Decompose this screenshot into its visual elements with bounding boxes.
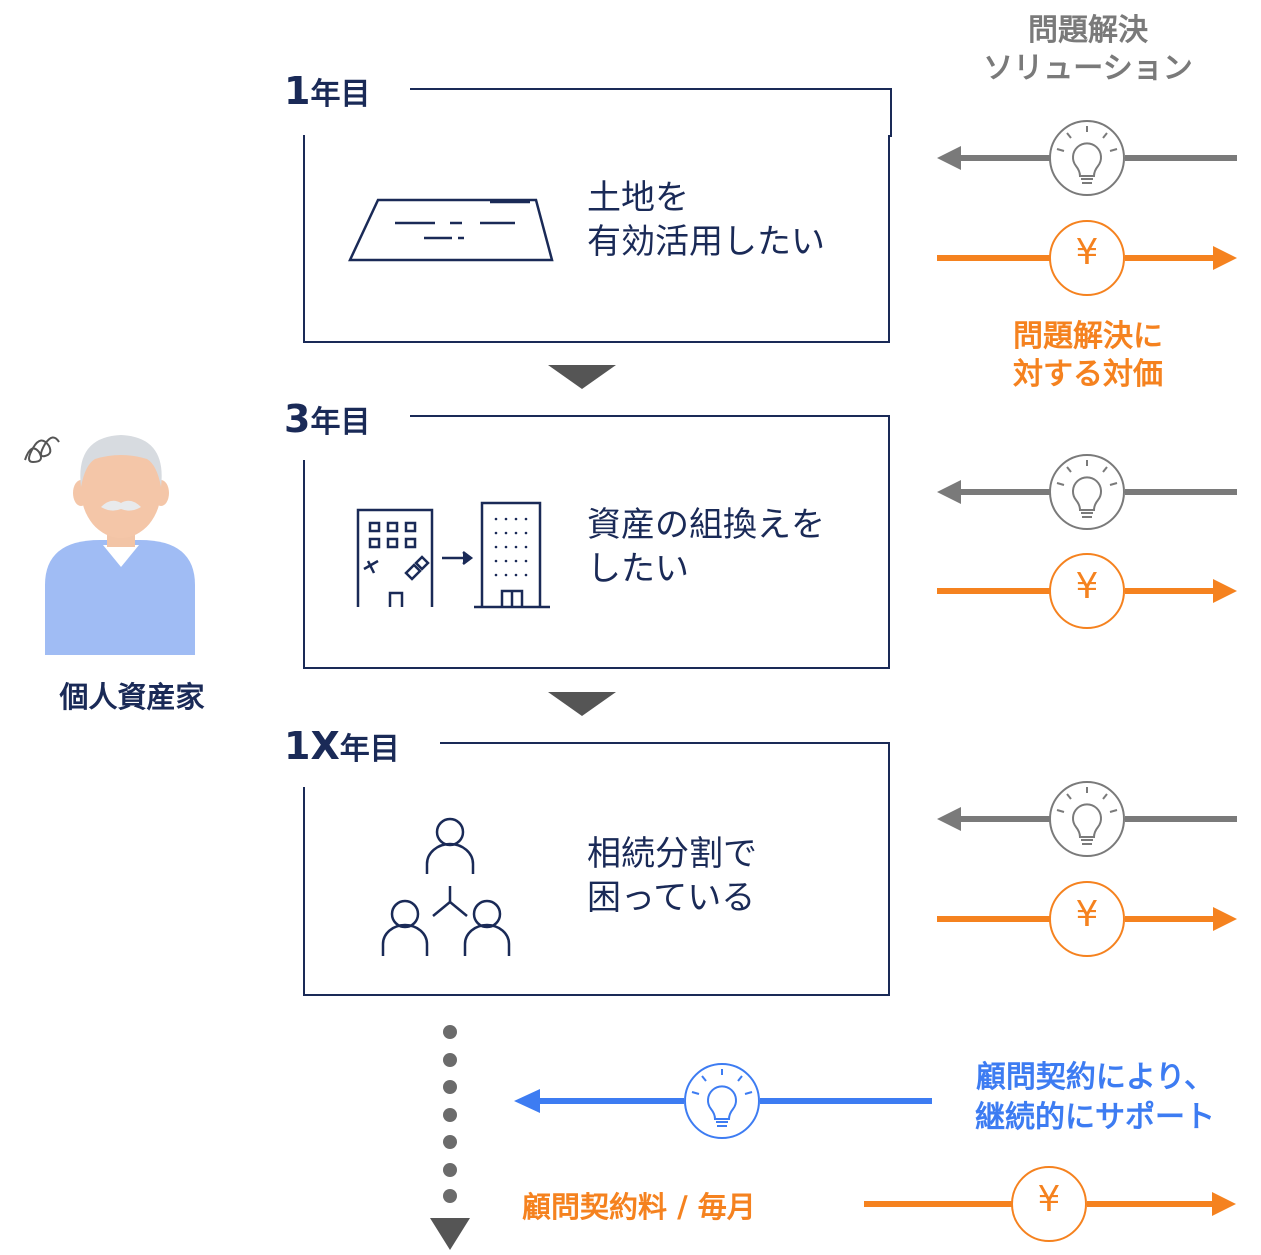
price-note-line1: 問題解決に [1013, 319, 1163, 354]
solution-arrow-2 [937, 454, 1237, 530]
stage-2-year-number: 3 [284, 397, 311, 441]
stage-3-box-right-top [888, 742, 890, 789]
yen-icon-1: ¥ [1075, 232, 1099, 273]
yen-icon-fee: ¥ [1037, 1179, 1061, 1220]
stage-2-text: 資産の組換えを したい [587, 503, 825, 591]
advisory-arrow [514, 1063, 932, 1139]
down-arrow-1-icon [548, 365, 616, 389]
stage-2-box-top-line [410, 415, 890, 417]
stage-1-year-suffix: 年目 [310, 77, 371, 112]
advisory-text-line2: 継続的にサポート [975, 1100, 1215, 1135]
stage-2-text-line1: 資産の組換えを [587, 505, 825, 545]
fee-payment-arrow [864, 1166, 1236, 1242]
payment-arrow-3 [937, 881, 1237, 957]
stage-3-year-suffix: 年目 [339, 732, 400, 767]
stage-1-box-right-top [890, 88, 892, 137]
price-note-line2: 対する対価 [1013, 357, 1163, 392]
stage-1-year-number: 1 [284, 69, 311, 113]
stage-2-box [303, 460, 890, 669]
solution-arrow-1 [937, 120, 1237, 196]
land-icon [348, 198, 554, 262]
fee-label: 顧問契約料 / 毎月 [522, 1190, 756, 1224]
stage-3-text-line2: 困っている [587, 878, 756, 918]
stage-2-year: 3年目 [284, 400, 370, 438]
advisory-text: 顧問契約により、 継続的にサポート [935, 1058, 1255, 1138]
stage-3-year: 1X年目 [284, 727, 400, 765]
stage-3-text: 相続分割で 困っている [587, 832, 757, 920]
stage-2-year-suffix: 年目 [310, 405, 371, 440]
stage-3-year-number: 1X [284, 724, 340, 768]
price-note: 問題解決に 対する対価 [938, 318, 1238, 394]
payment-arrow-1 [937, 220, 1237, 296]
down-arrow-3-icon [430, 1218, 470, 1250]
stage-1-text-line2: 有効活用したい [587, 222, 825, 262]
stage-3-box-top-line [440, 742, 890, 744]
down-arrow-2-icon [548, 692, 616, 716]
lightbulb-icon-1 [1049, 120, 1125, 196]
yen-icon-3: ¥ [1075, 894, 1099, 935]
advisory-text-line1: 顧問契約により、 [975, 1060, 1215, 1095]
stage-1-text-line1: 土地を [587, 178, 689, 218]
solution-header: 問題解決 ソリューション [938, 12, 1238, 88]
solution-arrow-3 [937, 781, 1237, 857]
stage-1-box-top-line [410, 88, 890, 90]
lightbulb-icon-2 [1049, 454, 1125, 530]
stage-1-box [303, 135, 890, 343]
stage-3-box [303, 787, 890, 996]
payment-arrow-2 [937, 553, 1237, 629]
stage-3-text-line1: 相続分割で [587, 834, 757, 874]
stage-2-box-right-top [888, 415, 890, 462]
continuation-dots [430, 1025, 470, 1250]
stage-1-year: 1年目 [284, 72, 370, 110]
yen-icon-2: ¥ [1075, 566, 1099, 607]
stage-2-text-line2: したい [587, 549, 689, 589]
lightbulb-icon-advisory [684, 1063, 760, 1139]
family-tree-icon [381, 817, 511, 956]
solution-header-line2: ソリューション [983, 51, 1193, 86]
worried-elder-icon [24, 435, 195, 655]
lightbulb-icon-3 [1049, 781, 1125, 857]
person-label: 個人資産家 [59, 680, 205, 714]
solution-header-line1: 問題解決 [1028, 13, 1148, 48]
building-swap-icon [356, 501, 550, 609]
stage-1-text: 土地を 有効活用したい [587, 176, 825, 264]
